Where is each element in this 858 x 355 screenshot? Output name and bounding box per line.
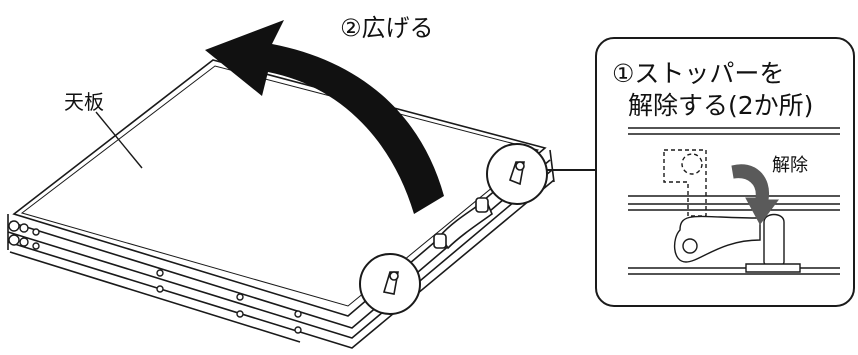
step1-label-line1: ①ストッパーを xyxy=(612,59,785,88)
detail-illustration xyxy=(628,127,840,275)
stopper-clips xyxy=(382,161,525,295)
tabletop-label: 天板 xyxy=(64,90,104,114)
release-label: 解除 xyxy=(772,155,808,176)
tabletop-panel xyxy=(12,59,547,317)
tabletop-leader-line xyxy=(95,111,143,169)
carry-handle xyxy=(433,197,493,250)
step1-label-line2: 解除する(2か所) xyxy=(628,91,814,120)
left-hinge-rivets xyxy=(8,220,302,334)
step2-open-label: ②広げる xyxy=(340,14,434,42)
curved-open-arrow-icon xyxy=(205,20,444,214)
release-arrow-icon xyxy=(731,164,779,225)
detail-callout-box xyxy=(595,37,855,307)
